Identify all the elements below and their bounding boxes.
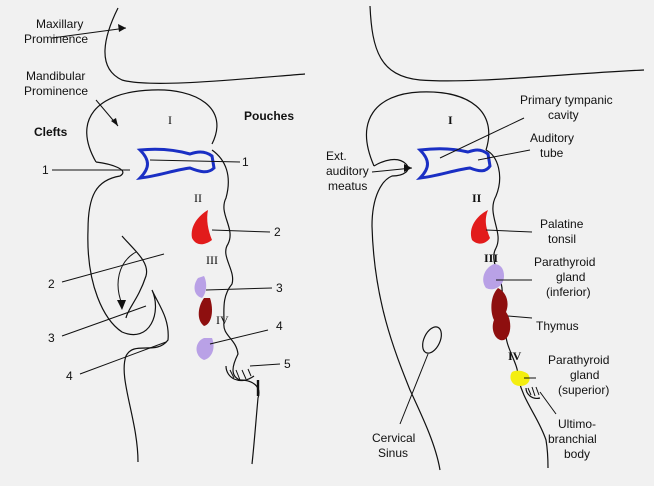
ext-meatus-label: Ext. auditory meatus <box>326 149 372 193</box>
cleft-number-3: 3 <box>48 331 55 345</box>
cleft-inner-loop <box>121 235 148 319</box>
left-panel: Maxillary Prominence Mandibular Prominen… <box>24 7 306 465</box>
thymus-shape <box>491 288 511 341</box>
palatine-tonsil-shape <box>470 210 490 244</box>
right-surface-outline <box>371 158 441 471</box>
parathyroid-inferior-label: Parathyroid gland (inferior) <box>534 255 599 299</box>
pouch-number-3: 3 <box>276 281 283 295</box>
ultimobranchial-shape <box>525 386 541 399</box>
left-fifth-pouch <box>225 365 255 381</box>
auditory-tube-label: Auditory tube <box>530 131 577 160</box>
clefts-heading: Clefts <box>34 125 68 139</box>
right-leader-lines <box>371 117 557 425</box>
cleft-number-1: 1 <box>42 163 49 177</box>
parathyroid-superior-label: Parathyroid gland (superior) <box>548 353 613 397</box>
left-third-pouch-thymus <box>198 298 212 326</box>
ultimobranchial-label: Ultimo- branchial body <box>548 417 600 461</box>
cleft-number-4: 4 <box>66 369 73 383</box>
parathyroid-inferior-shape <box>483 264 504 290</box>
left-arch-IV: IV <box>216 313 229 327</box>
palatine-tonsil-label: Palatine tonsil <box>540 217 587 246</box>
pouch-number-5: 5 <box>284 357 291 371</box>
left-first-pouch <box>135 147 216 180</box>
cervical-sinus-label: Cervical Sinus <box>372 431 419 460</box>
left-arch-II: II <box>194 191 202 205</box>
maxillary-label: Maxillary Prominence <box>24 17 88 46</box>
cleft-arrow-head <box>117 300 126 310</box>
left-third-pouch <box>194 276 207 298</box>
right-panel: Primary tympanic cavity Auditory tube Ex… <box>326 5 645 471</box>
parathyroid-superior-shape <box>510 370 530 386</box>
left-arch-III: III <box>206 253 218 267</box>
maxillary-outline <box>104 7 306 84</box>
right-arch-II: II <box>472 191 482 205</box>
arch-one-outline <box>86 89 218 163</box>
pouch-number-2: 2 <box>274 225 281 239</box>
cleft-surface-outline <box>87 161 169 463</box>
right-first-pouch <box>415 147 492 180</box>
right-arch-I: I <box>448 113 453 127</box>
pouch-number-1: 1 <box>242 155 249 169</box>
cleft-number-2: 2 <box>48 277 55 291</box>
primary-tympanic-label: Primary tympanic cavity <box>520 93 616 122</box>
mandibular-label: Mandibular Prominence <box>24 69 89 98</box>
cervical-sinus-shape <box>422 326 442 354</box>
thymus-label: Thymus <box>536 319 579 333</box>
right-arch-IV: IV <box>508 349 522 363</box>
cleft-arrow-curve <box>117 251 137 305</box>
pouch-number-4: 4 <box>276 319 283 333</box>
left-leader-lines <box>51 24 281 375</box>
left-arch-I: I <box>168 113 172 127</box>
left-fourth-pouch <box>196 338 214 360</box>
right-head-outline <box>369 5 645 82</box>
left-second-pouch <box>191 210 212 245</box>
pouch-wall-outline <box>211 149 260 465</box>
right-arch-one-outline <box>365 91 490 167</box>
right-arch-III: III <box>484 251 498 265</box>
pouches-heading: Pouches <box>244 109 294 123</box>
